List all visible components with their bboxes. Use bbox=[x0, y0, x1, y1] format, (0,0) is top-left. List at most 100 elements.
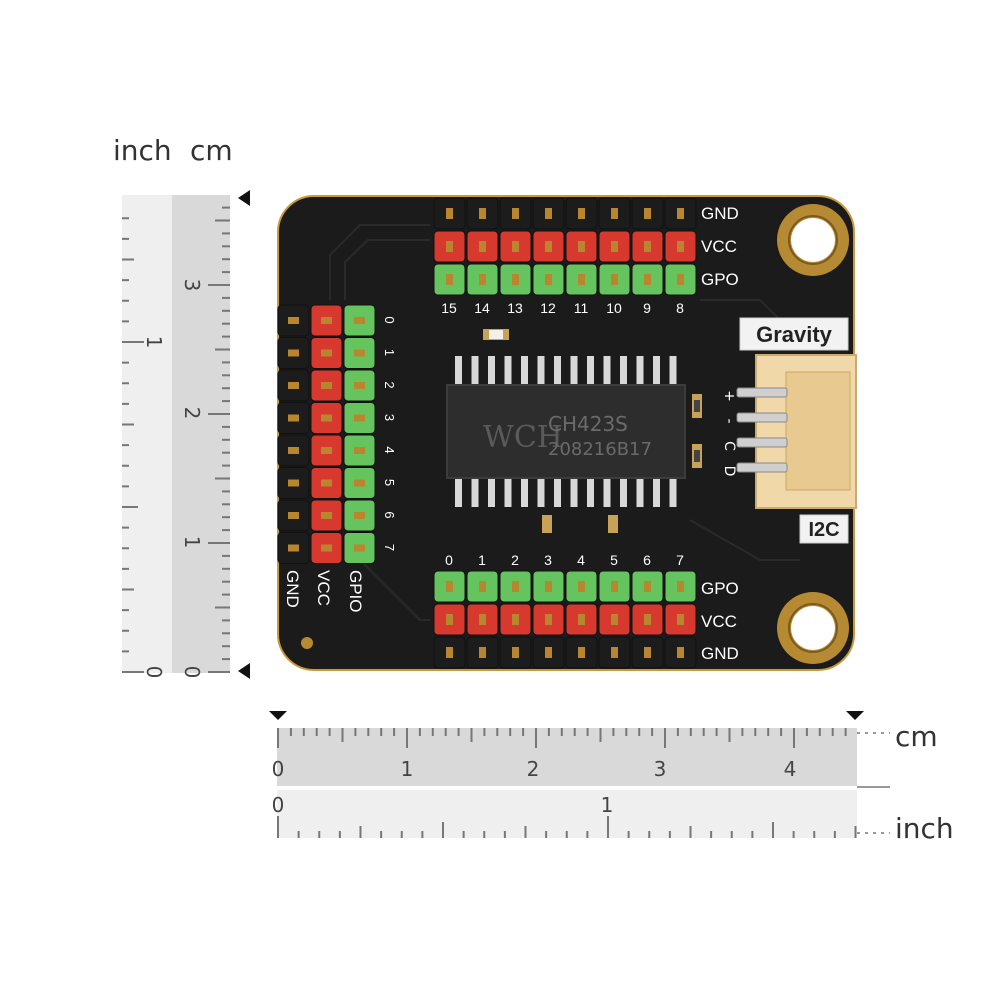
pin-tip bbox=[321, 317, 332, 324]
connector-pin-label-c: C bbox=[721, 441, 737, 451]
h-cm-tick-4: 4 bbox=[784, 757, 797, 781]
mounting-hole-bottom bbox=[777, 592, 849, 664]
chip-model: CH423S bbox=[548, 412, 628, 436]
pin-tip bbox=[354, 349, 365, 357]
pin-tip bbox=[321, 382, 332, 389]
pin-tip bbox=[578, 647, 585, 658]
chip-pin bbox=[587, 477, 594, 507]
v-inch-tick-0: 0 bbox=[142, 666, 166, 679]
horizontal-ruler-inch-label: inch bbox=[895, 812, 954, 845]
chip-ch423s: WCH CH423S 208216B17 bbox=[446, 356, 686, 507]
h-inch-tick-1: 1 bbox=[601, 793, 614, 817]
pin-tip bbox=[446, 274, 453, 285]
pin-tip bbox=[321, 479, 332, 487]
pin-tip bbox=[446, 241, 453, 252]
pin-tip bbox=[611, 274, 618, 285]
pin-tip bbox=[321, 414, 332, 422]
vertical-ruler-inch-label: inch bbox=[113, 134, 172, 167]
pin-tip bbox=[644, 208, 651, 219]
chip-pin bbox=[669, 477, 677, 507]
pin-tip bbox=[644, 581, 651, 592]
pin-tip bbox=[677, 614, 684, 625]
left-col-label-gnd: GND bbox=[283, 570, 302, 608]
v-inch-tick-1: 1 bbox=[142, 336, 166, 349]
v-ruler-bottom-marker bbox=[238, 663, 250, 679]
pin-tip bbox=[512, 208, 519, 219]
pin-tip bbox=[578, 581, 585, 592]
bottom-row-label-gnd: GND bbox=[701, 644, 739, 663]
bottom-pin-number: 2 bbox=[511, 552, 519, 568]
pin-tip bbox=[677, 647, 684, 658]
top-pin-number: 14 bbox=[474, 300, 490, 316]
connector-pin-label-d: D bbox=[721, 466, 737, 477]
pin-tip bbox=[479, 614, 486, 625]
top-pin-number: 13 bbox=[507, 300, 523, 316]
top-pin-number: 12 bbox=[540, 300, 556, 316]
chip-pin bbox=[554, 477, 561, 507]
pin-tip bbox=[354, 382, 365, 389]
chip-brand: WCH bbox=[483, 420, 563, 455]
pin-tip bbox=[578, 241, 585, 252]
top-row-label-gnd: GND bbox=[701, 204, 739, 223]
pin-tip bbox=[545, 241, 552, 252]
pin-tip bbox=[321, 544, 332, 552]
v-cm-tick-1: 1 bbox=[180, 536, 204, 549]
top-row-label-vcc: VCC bbox=[701, 237, 737, 256]
connector-pin bbox=[736, 387, 788, 398]
vertical-ruler: 0 1 0 1 2 3 bbox=[122, 190, 250, 679]
pin-tip bbox=[611, 614, 618, 625]
chip-pin bbox=[471, 477, 479, 507]
pin-tip bbox=[677, 208, 684, 219]
chip-pin bbox=[504, 477, 512, 507]
top-row-label-gpo: GPO bbox=[701, 270, 739, 289]
bottom-pin-number: 5 bbox=[610, 552, 618, 568]
pin-tip bbox=[644, 241, 651, 252]
chip-pin bbox=[521, 356, 528, 386]
bottom-row-label-gpo: GPO bbox=[701, 579, 739, 598]
vertical-ruler-cm-label: cm bbox=[190, 134, 233, 167]
chip-pin bbox=[554, 356, 561, 386]
pin-tip bbox=[512, 647, 519, 658]
chip-pin bbox=[620, 356, 627, 386]
mounting-hole-top bbox=[777, 204, 849, 276]
pin-tip bbox=[545, 614, 552, 625]
pin-tip bbox=[611, 581, 618, 592]
pin-tip bbox=[644, 614, 651, 625]
pin-tip bbox=[354, 317, 365, 324]
bottom-pin-number: 6 bbox=[643, 552, 651, 568]
v-cm-tick-2: 2 bbox=[180, 407, 204, 420]
left-pin-number: 5 bbox=[382, 479, 397, 486]
connector-brand-label: Gravity bbox=[756, 322, 833, 347]
pin-tip bbox=[578, 614, 585, 625]
pin-tip bbox=[288, 512, 299, 519]
pin-tip bbox=[446, 647, 453, 658]
pin-tip bbox=[288, 317, 299, 324]
bottom-pin-header bbox=[433, 570, 697, 669]
left-pin-number: 0 bbox=[382, 316, 397, 323]
pin-tip bbox=[288, 479, 299, 487]
pin-tip bbox=[321, 512, 332, 519]
top-pin-number: 9 bbox=[643, 300, 651, 316]
chip-pin bbox=[603, 356, 611, 386]
pin-tip bbox=[512, 241, 519, 252]
v-cm-tick-0: 0 bbox=[180, 666, 204, 679]
top-pin-number: 10 bbox=[606, 300, 622, 316]
chip-pin bbox=[570, 477, 578, 507]
chip-pin bbox=[653, 477, 660, 507]
pin-tip bbox=[545, 208, 552, 219]
chip-pin bbox=[455, 477, 462, 507]
bottom-row-label-vcc: VCC bbox=[701, 612, 737, 631]
left-pin-header bbox=[277, 304, 376, 564]
connector-bus-label: I2C bbox=[808, 519, 839, 541]
left-pin-number: 4 bbox=[382, 446, 397, 453]
pin-tip bbox=[354, 479, 365, 487]
bottom-pin-number: 3 bbox=[544, 552, 552, 568]
left-pin-number: 1 bbox=[382, 349, 397, 356]
pin-tip bbox=[446, 208, 453, 219]
pin-tip bbox=[545, 274, 552, 285]
pin-tip bbox=[288, 447, 299, 454]
pin-tip bbox=[354, 512, 365, 519]
bottom-pin-number: 1 bbox=[478, 552, 486, 568]
top-pin-number: 11 bbox=[574, 300, 589, 316]
